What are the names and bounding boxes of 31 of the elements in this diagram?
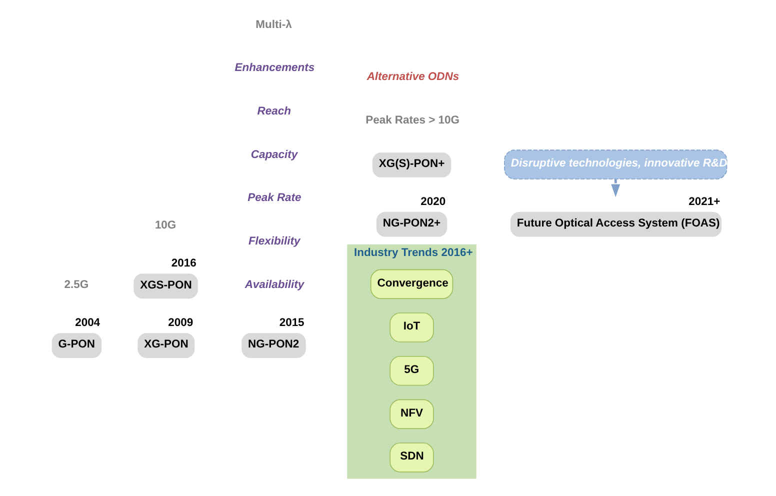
node-label: 2020 [420, 196, 446, 208]
node-box: G-PON [51, 333, 102, 358]
node-box: XG-PON [137, 333, 194, 358]
node-label: 2021+ [688, 196, 720, 208]
label: Alternative ODNs [366, 71, 459, 84]
node-box: Convergence [370, 269, 453, 299]
label: Reach [256, 106, 290, 118]
node-box: IoT [389, 312, 434, 342]
node-label: 2004 [74, 317, 100, 330]
label: 2.5G [64, 278, 88, 291]
node-label: 2015 [278, 317, 304, 330]
node-box: NG-PON2 [241, 333, 306, 358]
node-box: NFV [389, 399, 434, 429]
label: Capacity [250, 148, 298, 161]
label: Enhancements [234, 62, 314, 74]
node-box: NG-PON2+ [376, 212, 447, 237]
node-box: XGS-PON [133, 274, 198, 299]
node-box: Disruptive technologies, innovative R&D [504, 150, 727, 180]
label: Peak Rate [247, 192, 301, 204]
node-box: Future Optical Access System (FOAS) [510, 212, 722, 237]
node-box: SDN [389, 442, 434, 472]
node-box: XG(S)-PON+ [372, 152, 451, 178]
label: Peak Rates > 10G [365, 114, 459, 126]
label: Availability [244, 278, 304, 291]
node-label: 2016 [170, 258, 196, 270]
label: Multi-λ [255, 18, 292, 31]
label: Flexibility [248, 236, 300, 248]
label: 10G [154, 219, 176, 232]
node-box: 5G [389, 356, 434, 386]
node-label: 2009 [168, 317, 193, 330]
arrow [610, 179, 620, 198]
